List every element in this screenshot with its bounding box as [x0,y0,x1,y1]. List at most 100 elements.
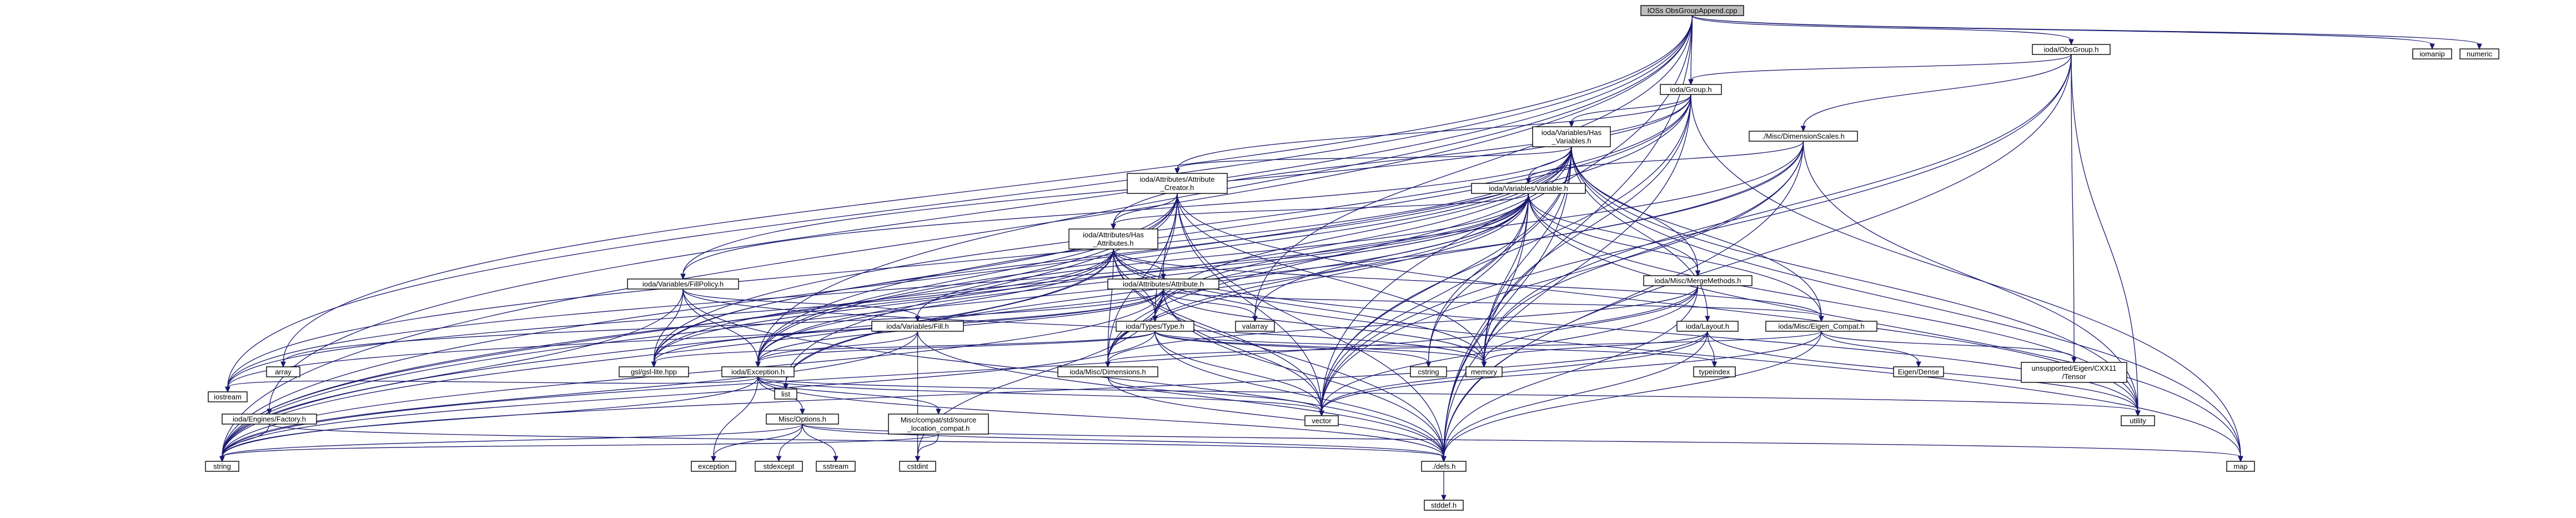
node-box [1304,415,1339,426]
edge-attrcreator-to-string [222,193,1178,457]
edge-attribute-to-valarray [1163,288,1256,317]
node-label: exception [698,462,729,471]
edge-group-to-hasvariables [1571,94,1691,123]
edge-exception_h-to-string [222,376,759,457]
node-exception_h[interactable]: ioda/Exception.h [721,366,795,377]
node-attrcreator[interactable]: ioda/Attributes/Attribute_Creator.h [1127,173,1228,194]
edge-attrcreator-to-exception_h [757,193,1178,363]
node-box [1107,278,1219,290]
node-box [888,414,989,435]
edge-hasvariables-to-map [1571,146,2241,457]
node-defs[interactable]: ./defs.h [1421,461,1467,472]
edge-options-to-map [802,424,2241,457]
node-box [1532,126,1611,147]
edge-arrowhead [1441,456,1447,462]
edge-hasvariables-to-defs [1443,146,1572,457]
node-label: Misc/compat/std/source [901,416,977,424]
edge-type-to-cstring [1154,331,1429,363]
edge-dimscales-to-vector [1321,141,1804,412]
node-box [266,366,300,377]
node-fillpolicy[interactable]: ioda/Variables/FillPolicy.h [627,278,739,290]
node-factory[interactable]: ioda/Engines/Factory.h [222,414,317,425]
edge-eigencompat-to-vector [1321,331,1822,412]
edge-hasattrs-to-map [1113,248,2241,457]
node-dimscales[interactable]: ./Misc/DimensionScales.h [1749,131,1858,142]
edge-factory-to-string [222,424,270,457]
node-box [721,366,795,377]
node-label: iomanip [2419,50,2445,58]
node-group[interactable]: ioda/Group.h [1660,84,1722,95]
node-label: sstream [823,462,848,471]
edge-exception_h-to-utility [757,376,2138,412]
node-label: ioda/Group.h [1670,86,1711,94]
node-box [208,391,248,402]
edge-arrowhead [1161,273,1166,280]
edge-group-to-attrcreator [1177,94,1691,170]
node-srclocation[interactable]: Misc/compat/std/source_location_compat.h [888,414,989,435]
node-box [1765,321,1877,332]
edge-arrowhead [1705,316,1710,322]
node-variable[interactable]: ioda/Variables/Variable.h [1471,183,1586,194]
edge-hasattrs-to-eigencompat [1113,248,1822,317]
edge-attrcreator-to-gsl [653,193,1178,363]
node-box [627,278,739,290]
node-label: cstdint [907,462,928,471]
edge-type-to-defs [1154,331,1444,457]
node-obsgroup[interactable]: ioda/ObsGroup.h [2032,44,2111,55]
node-label: _Attributes.h [1093,239,1134,247]
node-box [691,461,736,472]
edge-obsgroup-to-tensor [2071,54,2075,358]
edge-options-to-stdexcept [778,424,803,457]
edge-arrowhead [2477,43,2482,50]
edge-root-to-string [222,15,1693,457]
node-type[interactable]: ioda/Types/Type.h [1116,321,1194,332]
edge-layout-to-vector [1321,331,1708,412]
edge-arrowhead [776,456,782,462]
node-root[interactable]: IOSs ObsGroupAppend.cpp [1640,5,1744,16]
node-box [871,321,964,332]
node-fill[interactable]: ioda/Variables/Fill.h [871,321,964,332]
edge-attrcreator-to-defs [1177,193,1444,457]
node-cstdint: cstdint [899,461,936,472]
edge-exception_h-to-iostream [227,376,759,388]
edge-variable-to-mergemethods [1528,193,1699,272]
edge-variable-to-map [1528,193,2241,457]
edge-fillpolicy-to-gsl [653,288,684,363]
edge-arrowhead [1174,168,1180,175]
node-dimensions[interactable]: ioda/Misc/Dimensions.h [1057,366,1158,377]
node-layout[interactable]: ioda/Layout.h [1676,321,1739,332]
node-box [1893,366,1944,377]
node-mergemethods[interactable]: ioda/Misc/MergeMethods.h [1643,275,1753,286]
node-label: valarray [1242,322,1268,331]
node-box [2032,44,2111,55]
edges-layer [219,15,2482,501]
node-options[interactable]: Misc/Options.h [766,414,839,425]
edge-arrowhead [1111,223,1116,230]
node-label: Eigen/Dense [1898,368,1939,376]
edge-attribute-to-memory [1163,288,1485,363]
node-cstring: cstring [1410,366,1447,377]
edge-arrowhead [1481,361,1487,368]
edge-eigencompat-to-defs [1443,331,1822,457]
node-box [1235,321,1275,332]
node-label: iostream [214,393,242,401]
edge-mergemethods-to-memory [1483,285,1699,363]
edge-mergemethods-to-dimensions [1107,285,1699,363]
node-box [1057,366,1158,377]
edge-variable-to-exception_h [757,193,1529,363]
edge-hasattrs-to-list [785,248,1114,385]
edge-hasattrs-to-gsl [653,248,1114,363]
edge-type-to-typeindex [1154,331,1715,363]
node-hasattrs[interactable]: ioda/Attributes/Has_Attributes.h [1068,228,1158,250]
node-box [1676,321,1739,332]
edge-hasvariables-to-attrcreator [1177,146,1572,170]
edge-root-to-defs [1443,15,1693,457]
edge-hasattrs-to-exception_h [757,248,1114,363]
edge-arrowhead [1105,361,1111,368]
node-label: ioda/ObsGroup.h [2043,46,2098,54]
node-attribute[interactable]: ioda/Attributes/Attribute.h [1107,278,1219,290]
node-eigencompat[interactable]: ioda/Misc/Eigen_Compat.h [1765,321,1877,332]
edge-arrowhead [2071,357,2077,363]
node-hasvariables[interactable]: ioda/Variables/Has_Variables.h [1532,126,1611,147]
node-box [899,461,936,472]
